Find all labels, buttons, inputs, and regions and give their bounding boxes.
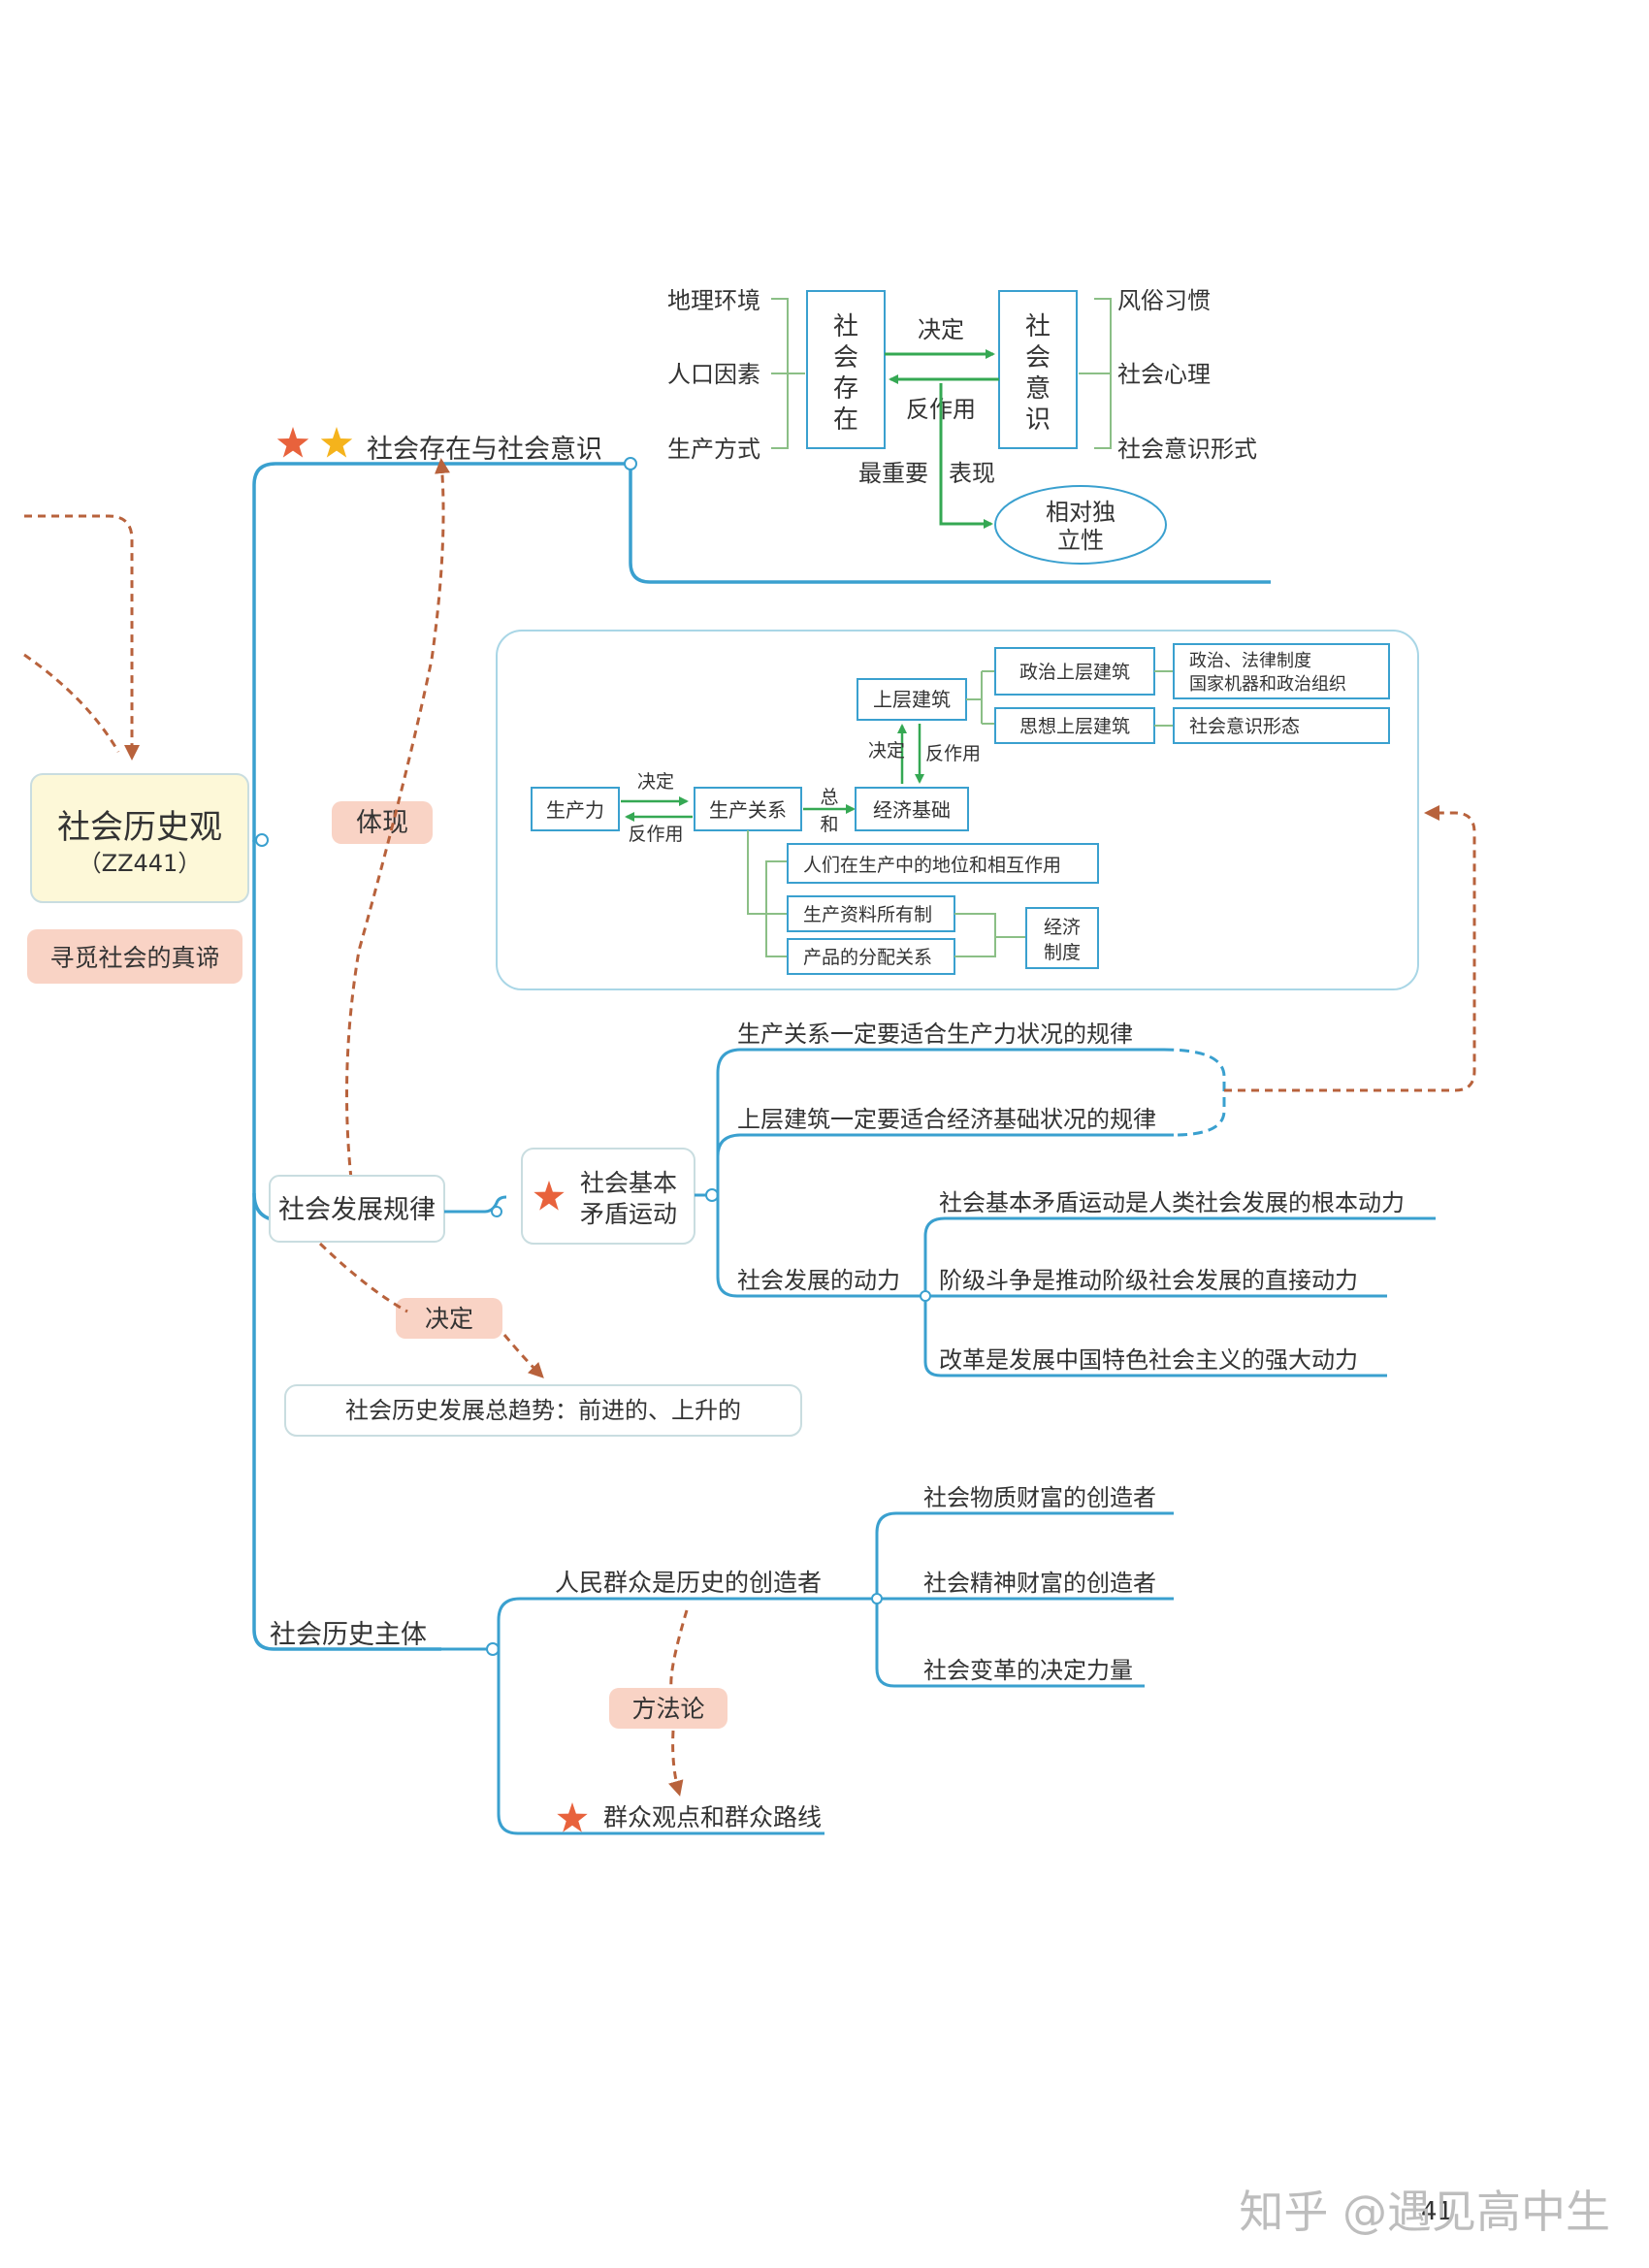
decide-tag: 决定 — [396, 1298, 502, 1339]
decides-label: 决定 — [918, 316, 964, 343]
svg-text:政治上层建筑: 政治上层建筑 — [1019, 662, 1130, 683]
svg-text:经济基础: 经济基础 — [873, 798, 951, 822]
dynamics-label: 社会发展的动力 — [737, 1267, 900, 1294]
law1: 生产关系一定要适合生产力状况的规律 — [737, 1021, 1133, 1048]
relations-box — [694, 787, 802, 831]
law2: 上层建筑一定要适合经济基础状况的规律 — [737, 1106, 1156, 1133]
social-existence-box — [806, 290, 886, 449]
independence-label: 相对独立性 — [1046, 499, 1116, 554]
svg-text:方法论: 方法论 — [631, 1695, 704, 1723]
laws-connectors — [695, 1048, 1436, 1377]
svg-text:生产方式: 生产方式 — [667, 436, 760, 463]
dynamics-item-3: 改革是发展中国特色社会主义的强大动力 — [939, 1346, 1358, 1374]
independence-ellipse — [994, 485, 1167, 565]
dashed-curve-to-root — [23, 653, 120, 753]
relation-item-3 — [787, 938, 955, 975]
relation-item-1 — [787, 843, 1099, 884]
svg-text:决定: 决定 — [637, 771, 674, 793]
economic-system-box — [1025, 907, 1099, 969]
economic-base-box — [855, 787, 969, 831]
svg-text:体现: 体现 — [356, 808, 408, 838]
independence-arrow — [939, 383, 993, 529]
branch1-connector — [624, 457, 637, 470]
embody-tag: 体现 — [332, 801, 433, 844]
core-box[interactable]: 社会基本矛盾运动 — [521, 1148, 695, 1245]
dynamics-item-2: 阶级斗争是推动阶级社会发展的直接动力 — [939, 1267, 1358, 1294]
relation-item-2 — [787, 895, 955, 932]
svg-text:决定: 决定 — [868, 740, 905, 761]
right-items: 风俗习惯 社会心理 社会意识形式 — [1117, 287, 1257, 463]
core-label: 社会基本矛盾运动 — [580, 1169, 677, 1228]
svg-text:寻觅社会的真谛: 寻觅社会的真谛 — [49, 944, 219, 972]
social-existence-label: 社会存在 — [833, 312, 858, 435]
red-star-icon — [276, 427, 309, 458]
social-consciousness-label: 社会意识 — [1025, 312, 1051, 435]
svg-text:生产资料所有制: 生产资料所有制 — [803, 904, 932, 925]
svg-text:产品的分配关系: 产品的分配关系 — [803, 947, 932, 968]
dashed-decide-arrow — [318, 1242, 541, 1376]
branch1-title: 社会存在与社会意识 — [367, 435, 602, 465]
dynamics-item-1: 社会基本矛盾运动是人类社会发展的根本动力 — [939, 1189, 1405, 1216]
red-star-icon — [534, 1181, 565, 1211]
political-detail-box — [1173, 643, 1390, 699]
productive-forces-box — [531, 787, 620, 831]
masses-label: 人民群众是历史的创造者 — [555, 1569, 822, 1597]
dashed-arrow-to-root — [24, 514, 140, 761]
dashed-methodology-arrow — [671, 1609, 687, 1793]
watermark: 知乎 @遇见高中生 — [1239, 2186, 1610, 2238]
root-title: 社会历史观 — [57, 808, 222, 847]
svg-text:思想上层建筑: 思想上层建筑 — [1019, 716, 1130, 737]
ideological-detail-box — [1173, 707, 1390, 744]
dashed-laws-arrow — [1224, 805, 1476, 1092]
svg-text:政治、法律制度国家机器和政治组织: 政治、法律制度国家机器和政治组织 — [1189, 651, 1346, 695]
branch3-title[interactable]: 社会历史主体 — [270, 1620, 427, 1650]
main-trunk — [252, 462, 1271, 1651]
red-star-icon — [557, 1802, 588, 1832]
social-consciousness-box — [998, 290, 1078, 449]
root-code: （ZZ441） — [79, 850, 202, 877]
masses-item-1: 社会物质财富的创造者 — [923, 1484, 1156, 1511]
yellow-star-icon — [320, 427, 353, 458]
masses-item-2: 社会精神财富的创造者 — [923, 1570, 1156, 1597]
svg-text:地理环境: 地理环境 — [667, 287, 760, 314]
svg-text:社会意识形态: 社会意识形态 — [1189, 716, 1300, 737]
svg-text:反作用: 反作用 — [925, 743, 981, 764]
root-connector — [255, 833, 269, 847]
svg-text:社会心理: 社会心理 — [1117, 361, 1211, 388]
methodology-tag: 方法论 — [609, 1688, 728, 1729]
branch2-title-box[interactable]: 社会发展规律 — [269, 1175, 445, 1243]
branch2-title: 社会发展规律 — [278, 1195, 436, 1225]
page-number: 41 — [1421, 2197, 1453, 2226]
svg-text:风俗习惯: 风俗习惯 — [1117, 287, 1211, 314]
svg-text:生产力: 生产力 — [546, 798, 604, 822]
svg-text:经济制度: 经济制度 — [1044, 917, 1081, 963]
svg-text:社会历史发展总趋势：前进的、上升的: 社会历史发展总趋势：前进的、上升的 — [345, 1397, 741, 1424]
svg-text:上层建筑: 上层建筑 — [873, 688, 951, 711]
mass-line-label: 群众观点和群众路线 — [603, 1803, 822, 1831]
svg-text:人口因素: 人口因素 — [667, 361, 760, 388]
branch3-connectors — [441, 1511, 1174, 1835]
svg-text:人们在生产中的地位和相互作用: 人们在生产中的地位和相互作用 — [803, 855, 1061, 876]
dashed-embody-arrow — [345, 458, 450, 1180]
structure-diagram: 生产力 决定 反作用 生产关系 总和 经济基础 上层建筑 决定 反作用 政治上层… — [496, 630, 1419, 990]
masses-item-3: 社会变革的决定力量 — [923, 1657, 1133, 1684]
existence-consciousness-diagram: 地理环境 人口因素 生产方式 社会存在 社会意识 决定 反作用 最重要 表现 相… — [667, 287, 1257, 565]
branch1-title-group[interactable]: 社会存在与社会意识 — [276, 427, 602, 465]
svg-text:反作用: 反作用 — [628, 824, 683, 845]
svg-text:生产关系: 生产关系 — [709, 798, 787, 822]
root-node[interactable]: 社会历史观 （ZZ441） — [30, 773, 249, 903]
most-important-label: 最重要 — [858, 460, 928, 487]
ideological-superstructure-box — [994, 707, 1155, 744]
trend-box: 社会历史发展总趋势：前进的、上升的 — [284, 1384, 802, 1437]
shows-label: 表现 — [949, 460, 995, 487]
svg-text:社会意识形式: 社会意识形式 — [1117, 436, 1257, 463]
left-items: 地理环境 人口因素 生产方式 — [667, 287, 760, 463]
svg-text:总和: 总和 — [820, 787, 838, 835]
root-tag: 寻觅社会的真谛 — [27, 929, 242, 984]
svg-text:决定: 决定 — [425, 1305, 473, 1333]
